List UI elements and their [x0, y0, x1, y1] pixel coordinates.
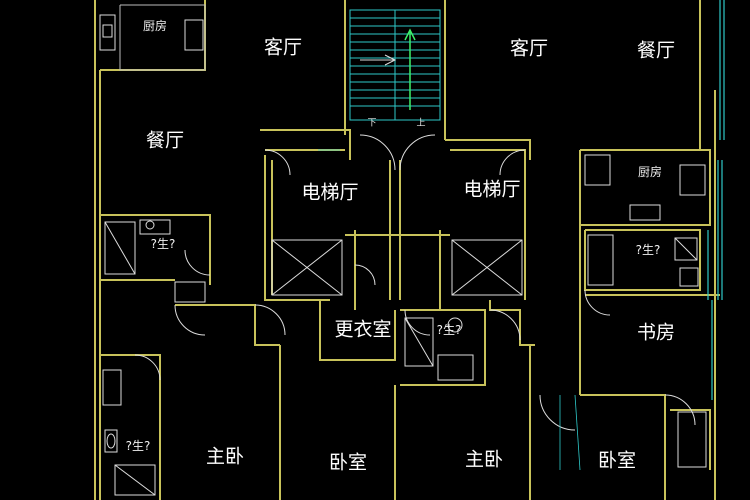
- wall-kitchen-left-box: [119, 4, 206, 71]
- elevator-shafts: [271, 239, 523, 296]
- wall-bath-center: [400, 309, 486, 386]
- walls: [94, 0, 720, 500]
- room-kitchen-left: 厨房: [142, 19, 168, 33]
- wall-elev-hall-right: [450, 149, 526, 300]
- room-dressing: 更衣室: [334, 318, 392, 341]
- room-master-bedroom-right: 主卧: [464, 448, 504, 471]
- room-master-bedroom-left: 主卧: [205, 445, 245, 468]
- wall-kitchen-left: [100, 0, 206, 71]
- wall-corridor-left: [175, 304, 280, 346]
- room-dining-right: 餐厅: [636, 39, 676, 62]
- room-bath-left: ?生?: [150, 237, 176, 251]
- wall-dining-left-lower: [100, 214, 211, 285]
- room-elevator-hall-right: 电梯厅: [463, 178, 521, 201]
- wall-right-kitchen: [579, 149, 711, 226]
- room-bedroom-left: 卧室: [328, 451, 368, 474]
- wall-elev-left-frame: [260, 129, 351, 160]
- wall-right-lower: [580, 394, 666, 500]
- room-living-left: 客厅: [263, 36, 303, 59]
- wall-balcony-right: [670, 409, 711, 470]
- windows: [707, 0, 725, 400]
- fixtures: [99, 14, 707, 496]
- room-dining-left: 餐厅: [145, 129, 185, 152]
- wall-elev-right-frame: [445, 139, 531, 160]
- wall-right-corridor: [489, 300, 535, 346]
- wall-bedroom-left-bath: [100, 354, 161, 500]
- room-bedroom-right: 卧室: [597, 449, 637, 472]
- room-bath-center: ?生?: [436, 323, 462, 337]
- room-bath-left-lower: ?生?: [125, 439, 151, 453]
- room-elevator-hall-left: 电梯厅: [301, 181, 359, 204]
- room-kitchen-right: 厨房: [637, 165, 663, 179]
- stair-up-mark: 上: [416, 118, 426, 129]
- wall-dressing: [319, 300, 396, 361]
- stairs: [349, 9, 441, 121]
- room-living-right: 客厅: [509, 37, 549, 60]
- room-study: 书房: [636, 321, 676, 344]
- room-bath-right: ?生?: [635, 243, 661, 257]
- wall-elev-hall-left: [264, 155, 330, 301]
- stair-down-mark: 下: [367, 118, 377, 129]
- wall-right-bath: [584, 229, 701, 291]
- annotation-marks: [318, 149, 581, 471]
- door-swings: [134, 134, 696, 431]
